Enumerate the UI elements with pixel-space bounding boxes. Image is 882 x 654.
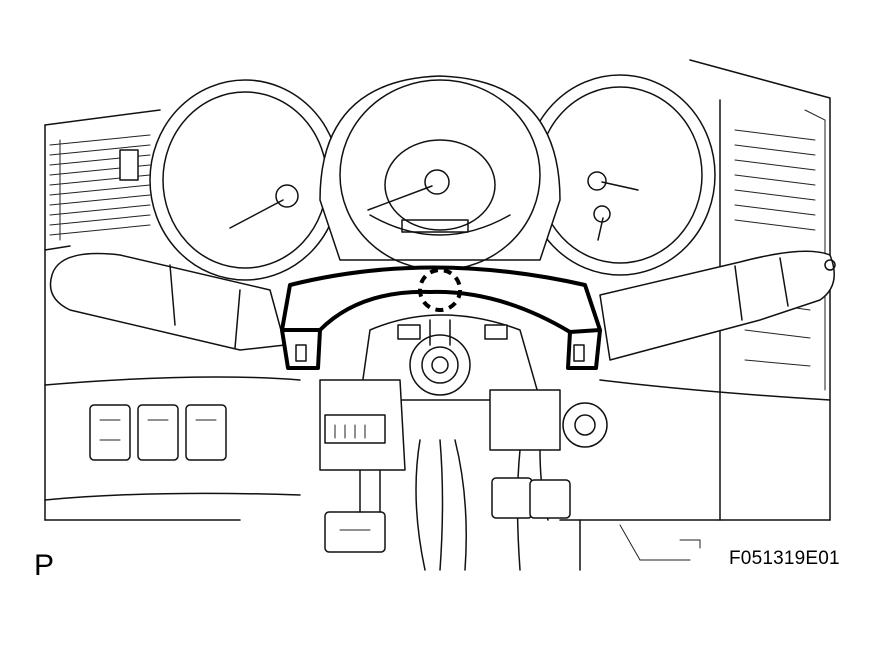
- left-air-vent: [49, 134, 151, 236]
- lower-switch-panel: [89, 404, 227, 461]
- steering-column-center: [359, 314, 541, 401]
- right-stalk: [599, 250, 836, 361]
- speedometer-gauge: [319, 75, 561, 271]
- combination-switch-body: [319, 379, 608, 471]
- tachometer-gauge: [149, 79, 341, 281]
- clip-location-marker: [418, 268, 462, 312]
- figure-id: F051319E01: [729, 548, 840, 569]
- view-label: P: [34, 549, 55, 582]
- right-air-vent: [734, 129, 816, 367]
- wire-harness: [324, 439, 571, 571]
- lower-dash-detail: [579, 519, 701, 571]
- left-stalk: [49, 252, 286, 351]
- upper-column-cover: [280, 265, 602, 370]
